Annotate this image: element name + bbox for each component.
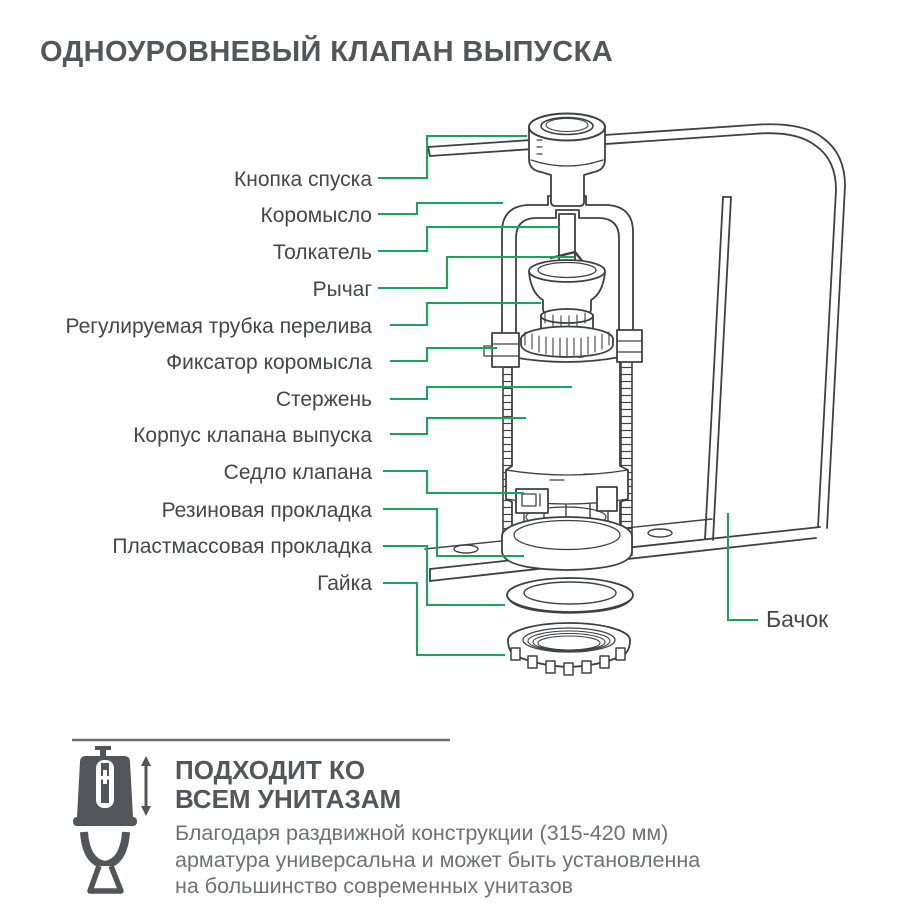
footer-heading-line1: ПОДХОДИТ КО [175, 755, 366, 785]
leader-rod [390, 385, 572, 401]
leader-lever [378, 255, 574, 290]
label-valve-body: Корпус клапана выпуска [133, 424, 372, 447]
tank-drawing [424, 123, 846, 582]
footer-heading-line2: ВСЕМ УНИТАЗАМ [175, 784, 402, 814]
label-tank: Бачок [766, 606, 829, 632]
leader-pusher [378, 225, 560, 253]
label-overflow-tube: Регулируемая трубка перелива [65, 315, 372, 338]
leader-nut [383, 581, 505, 657]
toilet-icon [73, 746, 137, 894]
leader-valve-body [390, 416, 526, 436]
label-lever: Рычаг [312, 278, 372, 301]
overflow-tube [528, 259, 606, 330]
leader-valve-seat [383, 469, 524, 495]
label-fixator: Фиксатор коромысла [166, 351, 372, 374]
flush-valve-drawing [483, 112, 643, 571]
footer-description-line3: на большинство современных унитазов [175, 874, 574, 898]
rubber-gasket [501, 516, 633, 571]
leader-tank [726, 513, 758, 622]
leader-rubber-gasket [383, 507, 524, 558]
footer-heading: ПОДХОДИТ КО ВСЕМ УНИТАЗАМ [175, 756, 401, 814]
leader-overflow-tube [390, 301, 541, 327]
double-arrow-icon [141, 756, 151, 816]
lock-nut [507, 622, 631, 676]
label-valve-seat: Седло клапана [223, 461, 372, 484]
flush-button [528, 112, 606, 207]
leader-rocker [378, 201, 503, 216]
label-rubber-gasket: Резиновая прокладка [161, 499, 372, 522]
label-flush-button: Кнопка спуска [233, 168, 372, 191]
label-rocker: Коромысло [260, 204, 372, 227]
footer-description: Благодаря раздвижной конструкции (315-42… [175, 820, 700, 900]
label-plastic-gasket: Пластмассовая прокладка [112, 535, 372, 558]
valve-seat [515, 486, 618, 514]
leader-flush-button [378, 134, 527, 180]
leader-plastic-gasket [383, 544, 505, 607]
footer-description-line1: Благодаря раздвижной конструкции (315-42… [175, 821, 669, 845]
page-title: ОДНОУРОВНЕВЫЙ КЛАПАН ВЫПУСКА [40, 36, 614, 68]
label-pusher: Толкатель [272, 241, 372, 264]
label-rod: Стержень [275, 388, 372, 411]
leader-lines [378, 134, 758, 657]
footer-description-line2: арматура универсальна и может быть устан… [175, 847, 701, 872]
label-nut: Гайка [317, 572, 372, 595]
plastic-gasket [506, 577, 634, 614]
leader-fixator [390, 346, 497, 363]
adjusting-gear-ring [520, 325, 614, 358]
rocker-fixators [483, 329, 643, 368]
